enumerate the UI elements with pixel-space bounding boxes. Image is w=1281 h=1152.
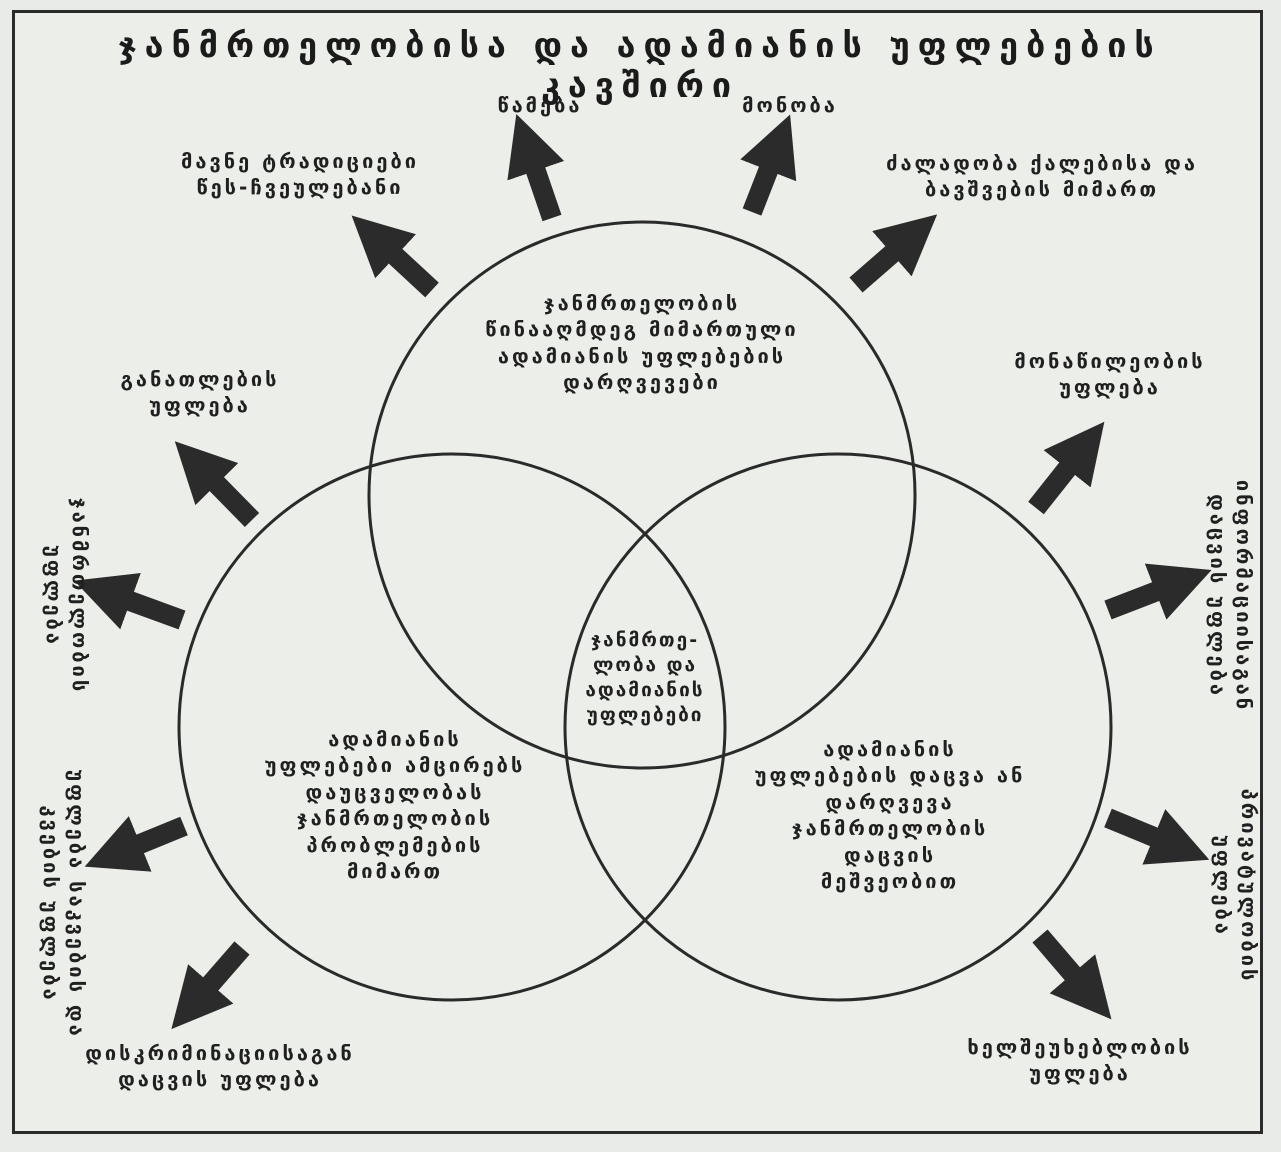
arrow-privacy — [1104, 808, 1210, 865]
arrow-participation — [1028, 421, 1105, 515]
label-food: უფლება საკვების და კვების უფლება — [39, 769, 89, 1039]
arrow-education — [174, 441, 260, 528]
arrow-slavery — [740, 114, 797, 216]
label-participation: მონაწილეობის უფლება — [1014, 349, 1206, 400]
center-label: ჯანმრთე- ლობა და ადამიანის უფლებები — [585, 629, 705, 727]
label-torture: წამება — [497, 93, 583, 117]
circle-right-label: ადამიანის უფლებების დაცვა ან დარღვევა ჯა… — [754, 737, 1026, 893]
arrow-health-right — [74, 573, 186, 630]
label-health-right: ჯანმრთელობის უფლება — [42, 497, 92, 695]
label-inviolability: ხელშეუხებლობის უფლება — [967, 1035, 1193, 1086]
label-privacy: პრივატულობის უფლება — [1211, 788, 1261, 984]
label-violence: ძალადობა ქალებისა და ბავშვების მიმართ — [886, 151, 1198, 202]
arrow-torture — [507, 113, 565, 222]
arrow-violence — [849, 214, 938, 293]
arrow-info-right — [1104, 563, 1212, 620]
circle-top-label: ჯანმრთელობის წინააღმდეგ მიმართული ადამია… — [485, 291, 799, 395]
label-traditions: მავნე ტრადიციები წეს-ჩვეულებანი — [181, 149, 419, 200]
arrow-discrimination — [171, 941, 250, 1030]
circle-top — [367, 220, 917, 770]
circle-right — [563, 452, 1113, 1002]
arrow-inviolability — [1032, 929, 1112, 1020]
label-info-right: ინფორმაციისაგან დაცვის უფლება — [1206, 479, 1256, 713]
arrow-traditions — [351, 215, 439, 298]
label-slavery: მონობა — [742, 93, 838, 117]
circle-left — [177, 452, 727, 1002]
page-title: ჯანმრთელობისა და ადამიანის უფლებების კავ… — [118, 26, 1162, 106]
circle-left-label: ადამიანის უფლებები ამცირებს დაუცველობას … — [264, 727, 526, 883]
arrow-food — [84, 816, 188, 872]
label-education: განათლების უფლება — [120, 367, 280, 418]
label-discrimination: დისკრიმინაციისაგან დაცვის უფლება — [85, 1041, 355, 1092]
